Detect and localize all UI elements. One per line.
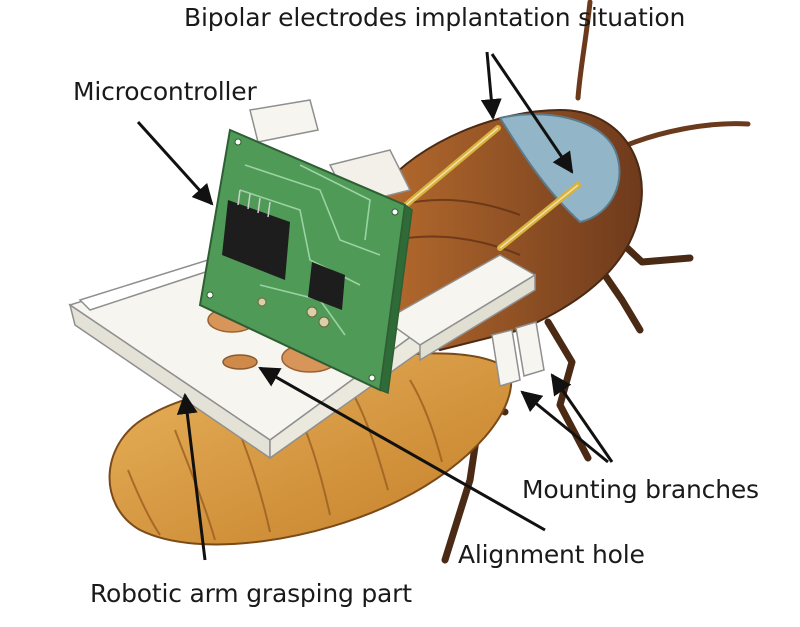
annotation-arrows bbox=[136, 51, 614, 561]
antennae bbox=[575, 0, 751, 153]
label-bipolar-electrodes: Bipolar electrodes implantation situatio… bbox=[184, 3, 686, 32]
arrow-alignment-hole bbox=[258, 366, 546, 532]
arrow-mounting-lower bbox=[550, 373, 614, 463]
arrow-mounting-upper bbox=[520, 390, 609, 464]
label-mounting-branches: Mounting branches bbox=[522, 475, 759, 504]
mounting-branch-posts bbox=[491, 321, 545, 387]
alignment-hole-shape bbox=[222, 354, 258, 370]
label-robotic-arm-grasping-part: Robotic arm grasping part bbox=[90, 579, 412, 608]
arrow-bipolar-left bbox=[480, 51, 502, 121]
arrow-bipolar-right bbox=[490, 53, 574, 174]
label-alignment-hole: Alignment hole bbox=[458, 540, 645, 569]
arrow-microcontroller bbox=[136, 120, 214, 206]
microcontroller-board bbox=[198, 128, 413, 395]
mount-rail bbox=[249, 99, 537, 362]
arrow-robotic-arm bbox=[176, 392, 207, 561]
label-microcontroller: Microcontroller bbox=[73, 77, 257, 106]
